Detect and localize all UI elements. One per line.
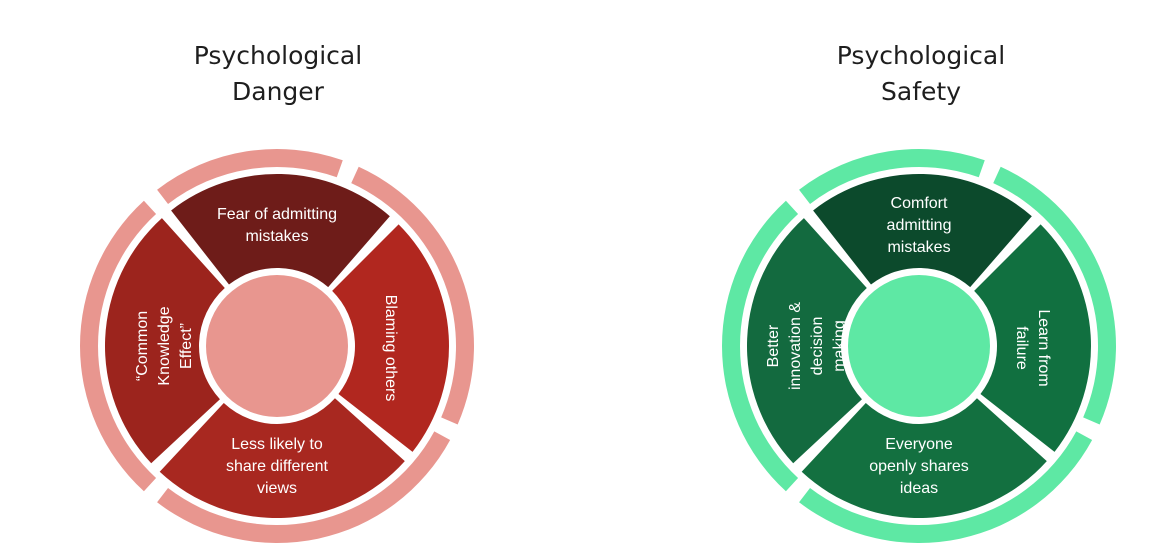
- segment-label-line: Learn from: [1035, 309, 1052, 386]
- segment-label-line: “Common: [134, 311, 151, 381]
- segment-label-line: share different: [226, 458, 329, 475]
- segment-label-line: admitting: [887, 217, 952, 234]
- segment-right: [332, 224, 449, 452]
- outer-ring-segment-4: [722, 200, 799, 492]
- segment-top: [813, 173, 1032, 288]
- segment-right: [974, 224, 1091, 452]
- segment-label-line: Effect”: [178, 323, 195, 369]
- segment-label-top: Comfort admitting mistakes: [887, 195, 952, 256]
- center-circle: [206, 275, 348, 417]
- segment-label-right: Blaming others: [382, 295, 399, 402]
- title-line-2: Safety: [881, 77, 961, 106]
- title-psychological-danger: Psychological Danger: [148, 38, 408, 110]
- segment-label-bottom: Less likely to share different views: [226, 436, 329, 497]
- segment-bottom: [801, 398, 1047, 519]
- outer-ring-segment-4: [80, 200, 157, 492]
- segment-label-line: making: [831, 320, 848, 372]
- segment-label-line: Comfort: [891, 195, 948, 212]
- title-psychological-safety: Psychological Safety: [791, 38, 1051, 110]
- title-line-1: Psychological: [836, 41, 1006, 70]
- segment-label-line: decision: [809, 317, 826, 376]
- segment-left: [104, 218, 225, 464]
- segment-top: [171, 173, 390, 288]
- segment-label-line: Everyone: [885, 436, 953, 453]
- title-line-1: Psychological: [193, 41, 363, 70]
- outer-ring-segment-2: [351, 166, 474, 425]
- segment-label-left: Better innovation & decision making: [765, 302, 848, 390]
- title-line-2: Danger: [232, 77, 324, 106]
- segment-left: [747, 218, 867, 464]
- segment-label-bottom: Everyone openly shares ideas: [869, 436, 969, 497]
- segment-label-line: ideas: [900, 480, 938, 497]
- segment-label-line: failure: [1013, 326, 1030, 370]
- outer-ring-segment-3: [157, 431, 451, 543]
- segment-label-line: Knowledge: [156, 306, 173, 385]
- segment-label-right: Learn from failure: [1013, 309, 1052, 386]
- segment-bottom: [159, 398, 405, 519]
- segment-label-line: Better: [765, 324, 782, 367]
- center-circle: [848, 275, 990, 417]
- outer-ring-segment-1: [799, 149, 985, 204]
- segment-label-line: views: [257, 480, 297, 497]
- outer-ring-segment-1: [157, 149, 343, 204]
- segment-label-line: innovation &: [787, 302, 804, 390]
- outer-ring-segment-2: [993, 166, 1116, 425]
- segment-label-line: openly shares: [869, 458, 969, 475]
- segment-label-line: mistakes: [245, 228, 308, 245]
- segment-label-line: Blaming others: [382, 295, 399, 402]
- segment-label-line: Less likely to: [231, 436, 323, 453]
- segment-label-left: “Common Knowledge Effect”: [134, 306, 195, 385]
- segment-label-top: Fear of admitting mistakes: [217, 206, 337, 245]
- segment-label-line: Fear of admitting: [217, 206, 337, 223]
- outer-ring-segment-3: [799, 431, 1093, 543]
- segment-label-line: mistakes: [887, 239, 950, 256]
